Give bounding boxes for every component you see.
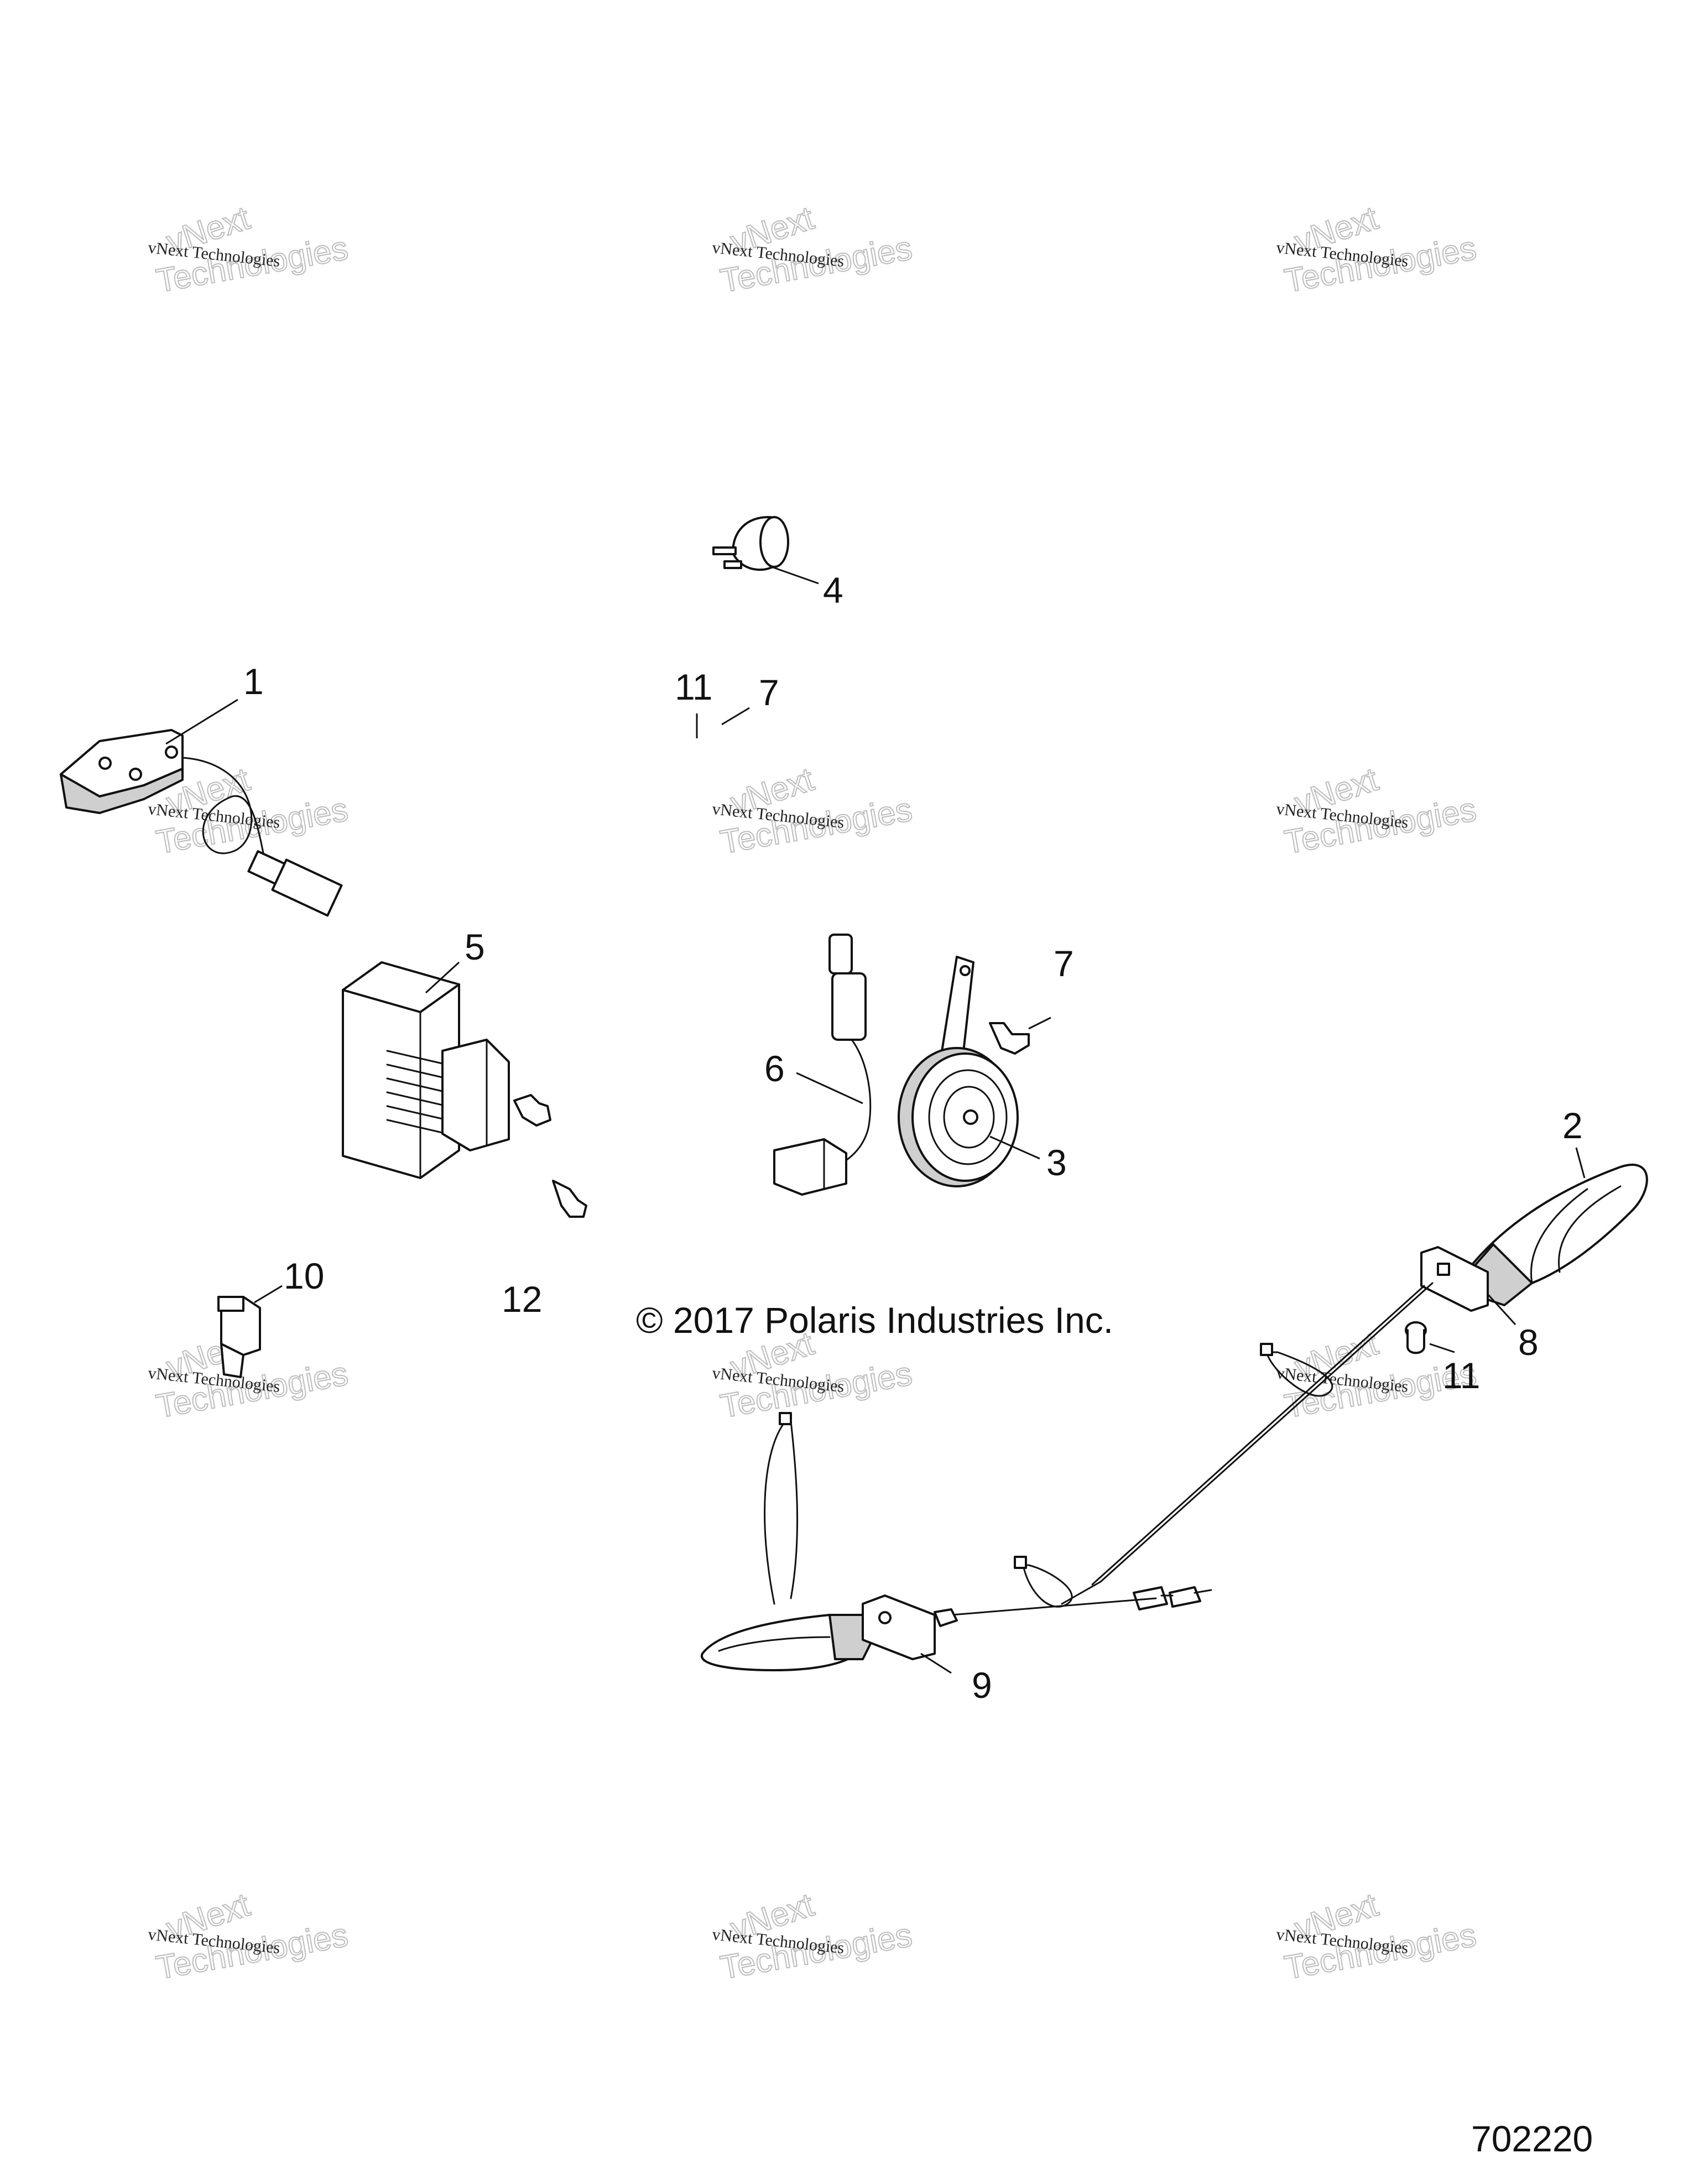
- part-7-bolt: [989, 1017, 1051, 1055]
- callout-3: 3: [1046, 1142, 1067, 1183]
- part-8-mount-bracket: [1420, 1246, 1516, 1326]
- callout-labels: 1 2 3 4 5 6 7 7 8 9 10 11 11 12: [243, 570, 1583, 1706]
- part-10-clip: [217, 1285, 283, 1378]
- zip-tie-lower: [1022, 1564, 1073, 1608]
- module-fins: [386, 1050, 460, 1138]
- watermark: vNext Technologies vNext Technologies: [147, 199, 351, 300]
- turn-signal-harness: [950, 1282, 1434, 1616]
- part-5-control-module: [342, 961, 587, 1218]
- callout-7-top: 7: [759, 672, 779, 713]
- zip-tie-upper: [1265, 1351, 1333, 1397]
- callout-1: 1: [243, 661, 264, 702]
- leader-9: [920, 1653, 952, 1674]
- callout-12: 12: [502, 1279, 542, 1320]
- watermark: vNext Technologies vNext Technologies: [1275, 760, 1479, 861]
- watermark: vNext Technologies vNext Technologies: [147, 1885, 351, 1987]
- bolt-12-upper: [513, 1094, 551, 1127]
- part-9-left-turn-signal: [700, 1412, 958, 1674]
- part-3-horn: [898, 956, 1040, 1187]
- callout-ticks-11-7: [696, 707, 750, 738]
- leader-10: [254, 1285, 283, 1304]
- leader-2: [1575, 1147, 1586, 1179]
- leader-11b: [1429, 1343, 1455, 1353]
- figure-id: 702220: [1471, 2118, 1593, 2159]
- leader-1: [165, 699, 238, 745]
- part-4-flasher-relay: [712, 516, 819, 585]
- leader-5: [425, 961, 460, 994]
- watermark: vNext Technologies vNext Technologies: [711, 199, 915, 300]
- watermark: vNext Technologies vNext Technologies: [711, 760, 915, 861]
- callout-6: 6: [764, 1048, 785, 1089]
- leader-7a: [721, 707, 750, 726]
- part-1-switch-housing: [60, 699, 343, 917]
- leader-4: [771, 566, 819, 585]
- callout-10: 10: [284, 1255, 324, 1296]
- callout-2: 2: [1562, 1105, 1583, 1146]
- part-11-spacer: [1405, 1321, 1455, 1354]
- leader-6: [796, 1072, 863, 1104]
- leader-7b: [1028, 1017, 1051, 1030]
- watermark: vNext Technologies vNext Technologies: [1275, 199, 1479, 300]
- watermark: vNext Technologies vNext Technologies: [1275, 1885, 1479, 1987]
- callout-11-signal: 11: [1442, 1355, 1481, 1396]
- callout-5: 5: [465, 926, 485, 967]
- callout-9: 9: [972, 1665, 992, 1706]
- callout-4: 4: [823, 570, 843, 611]
- part-6-wire-harness: [773, 934, 872, 1196]
- bolt-12-lower: [552, 1180, 587, 1218]
- callout-11-top: 11: [675, 666, 713, 707]
- copyright-notice: © 2017 Polaris Industries Inc.: [636, 1300, 1113, 1341]
- watermark: vNext Technologies vNext Technologies: [711, 1885, 915, 1987]
- callout-8: 8: [1518, 1322, 1539, 1363]
- callout-7-horn: 7: [1054, 943, 1074, 984]
- leader-8: [1487, 1293, 1516, 1326]
- leader-3: [989, 1135, 1040, 1160]
